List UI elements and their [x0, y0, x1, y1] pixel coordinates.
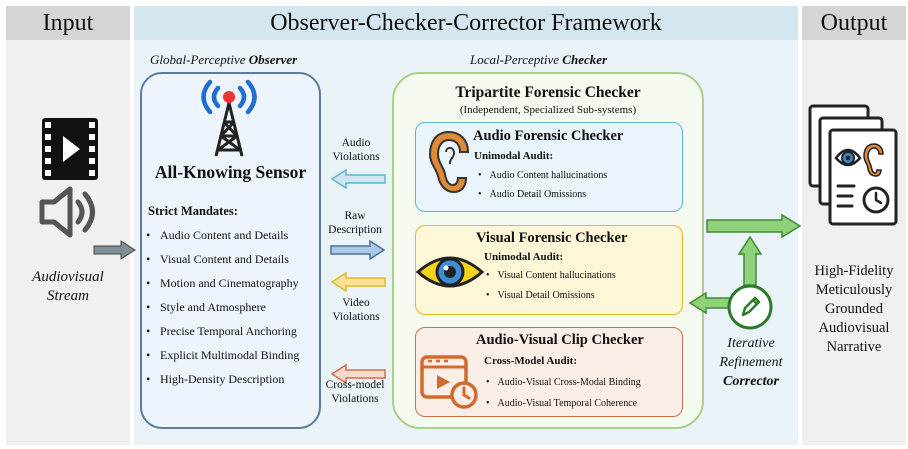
mandates-heading: Strict Mandates: — [148, 204, 238, 218]
input-label: Audiovisual Stream — [6, 268, 130, 306]
mandate-item: Precise Temporal Anchoring — [146, 324, 297, 339]
input-arrow — [93, 240, 136, 260]
av-checker-title: Audio-Visual Clip Checker — [476, 332, 644, 348]
output-label: High-Fidelity Meticulously Grounded Audi… — [802, 262, 906, 357]
video-file-icon — [42, 118, 98, 180]
av-checker-audit: Cross-Model Audit: — [484, 355, 577, 367]
corrector-line1: Iterative — [727, 336, 775, 351]
mandate-item: Visual Content and Details — [146, 252, 289, 267]
corrector-up-arrow — [737, 235, 763, 286]
output-line: Audiovisual — [818, 320, 890, 336]
video-violations-arrow — [330, 271, 386, 293]
pencil-icon — [727, 284, 773, 330]
audio-violations-arrow — [330, 168, 386, 190]
video-clip-timer-icon — [420, 355, 478, 409]
visual-checker-item: Visual Detail Omissions — [486, 290, 595, 301]
input-header: Input — [6, 6, 130, 40]
av-checker-item: Audio-Visual Cross-Modal Binding — [486, 377, 641, 388]
corrector-line2: Refinement — [719, 355, 783, 370]
checker-section-prefix: Local-Perceptive — [470, 52, 563, 67]
corrector-line3: Corrector — [723, 374, 779, 389]
output-column-bg — [802, 40, 906, 445]
input-label-line2: Stream — [47, 288, 89, 304]
ear-icon — [428, 130, 470, 194]
document-eye-ear-clock-icon — [808, 104, 898, 226]
audio-checker-audit: Unimodal Audit: — [474, 150, 554, 162]
speaker-icon — [39, 186, 95, 238]
mandate-item: High-Density Description — [146, 372, 284, 387]
visual-checker-audit: Unimodal Audit: — [484, 251, 564, 263]
framework-header: Observer-Checker-Corrector Framework — [134, 6, 798, 40]
checker-section-emph: Checker — [562, 52, 608, 67]
crossmodel-violations-arrow — [330, 363, 386, 385]
mandate-item: Audio Content and Details — [146, 228, 288, 243]
checker-title: Tripartite Forensic Checker — [455, 84, 641, 101]
input-column-bg — [6, 40, 130, 445]
mandate-item: Motion and Cinematography — [146, 276, 299, 291]
visual-checker-item: Visual Content hallucinations — [486, 270, 616, 281]
eye-icon — [415, 256, 485, 288]
output-line: Grounded — [825, 301, 883, 317]
av-checker-item: Audio-Visual Temporal Coherence — [486, 398, 638, 409]
checker-subtitle: (Independent, Specialized Sub-systems) — [459, 104, 637, 116]
observer-section-prefix: Global-Perceptive — [150, 52, 249, 67]
observer-title: All-Knowing Sensor — [154, 162, 307, 182]
mandate-item: Style and Atmosphere — [146, 300, 266, 315]
observer-section-emph: Observer — [248, 52, 298, 67]
input-label-line1: Audiovisual — [32, 269, 104, 285]
audio-checker-title: Audio Forensic Checker — [473, 128, 624, 144]
output-line: Narrative — [826, 339, 882, 355]
output-line: High-Fidelity — [814, 263, 894, 279]
checker-to-output-arrow — [706, 213, 802, 239]
audio-checker-item: Audio Content hallucinations — [478, 170, 608, 181]
antenna-icon — [201, 79, 257, 157]
raw-description-arrow — [330, 239, 386, 261]
corrector-label: Iterative Refinement Corrector — [703, 334, 799, 391]
audio-checker-item: Audio Detail Omissions — [478, 189, 587, 200]
output-line: Meticulously — [815, 282, 893, 298]
observer-section-label: Global-Perceptive Observer — [150, 52, 297, 68]
observer-panel — [140, 72, 321, 429]
mandate-item: Explicit Multimodal Binding — [146, 348, 299, 363]
checker-section-label: Local-Perceptive Checker — [470, 52, 607, 68]
visual-checker-title: Visual Forensic Checker — [476, 230, 628, 246]
output-header: Output — [802, 6, 906, 40]
